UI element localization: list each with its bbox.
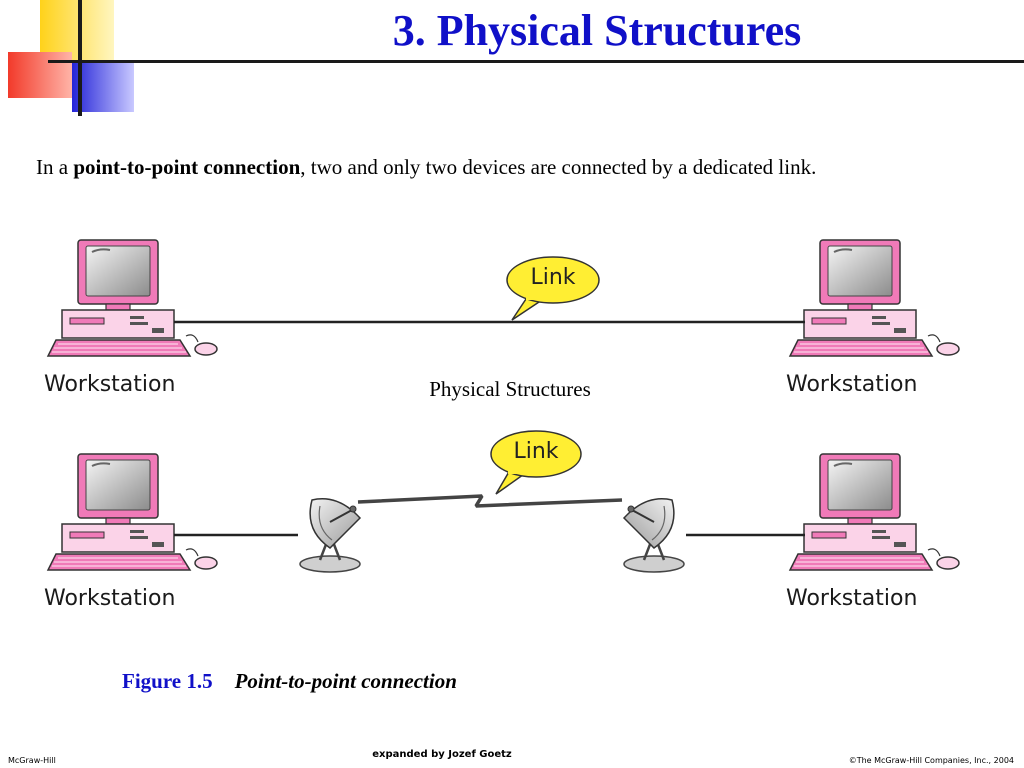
intro-prefix: In a — [36, 155, 74, 179]
wireless-link-zigzag — [357, 494, 623, 508]
slide-title: 3. Physical Structures — [392, 6, 802, 55]
dish-antenna-left — [298, 497, 362, 574]
physical-structures-label: Physical Structures — [429, 377, 591, 401]
intro-bold-term: point-to-point connection — [73, 155, 301, 179]
intro-suffix: , two and only two devices are connected… — [300, 155, 817, 179]
deco-blue-square — [72, 62, 134, 112]
figure-number: Figure 1.5 — [122, 669, 213, 693]
workstation-label-top-left: Workstation — [44, 372, 176, 397]
workstation-label-top-right: Workstation — [786, 372, 918, 397]
workstation-top-left — [47, 239, 218, 357]
intro-text: In a point-to-point connection, two and … — [36, 153, 1016, 181]
workstation-top-right — [789, 239, 960, 357]
deco-red-square — [8, 52, 72, 98]
workstation-label-bottom-left: Workstation — [44, 586, 176, 611]
deco-vertical-line — [78, 0, 82, 116]
link-label-top: Link — [530, 265, 576, 290]
workstation-bottom-right — [789, 453, 960, 571]
footer-publisher: McGraw-Hill — [8, 756, 56, 765]
workstation-label-bottom-right: Workstation — [786, 586, 918, 611]
link-label-bottom: Link — [513, 439, 559, 464]
figure-title: Point-to-point connection — [234, 669, 457, 693]
dish-antenna-right — [622, 497, 686, 574]
footer-credit: expanded by Jozef Goetz — [372, 749, 512, 760]
workstation-bottom-left — [47, 453, 218, 571]
link-callout-bottom — [490, 430, 582, 495]
title-underline — [48, 60, 1024, 63]
figure-caption: Figure 1.5 Point-to-point connection — [122, 667, 457, 695]
link-callout-top — [506, 256, 600, 321]
footer-copyright: ©The McGraw-Hill Companies, Inc., 2004 — [848, 756, 1014, 765]
